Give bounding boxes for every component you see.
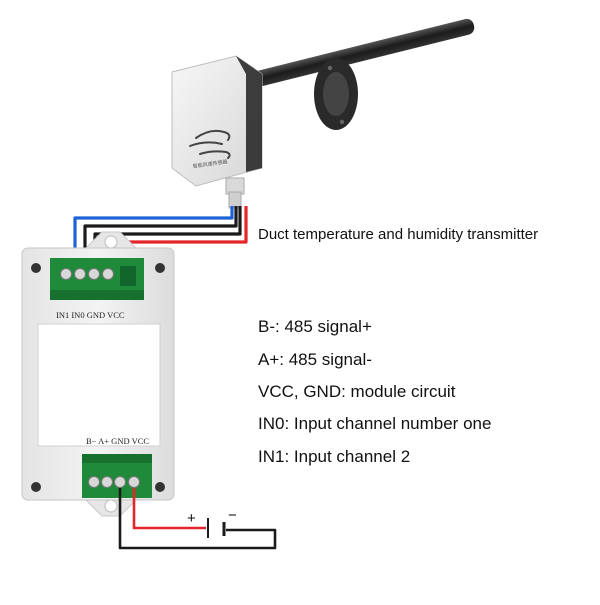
io-module: IN1 IN0 GND VCC B− A+ GND VCC bbox=[21, 231, 175, 517]
transmitter-logo-text: 智能风速传感器 bbox=[192, 158, 228, 170]
module-window bbox=[37, 323, 161, 447]
wire-black-gnd bbox=[118, 488, 277, 550]
wire-red-vcc bbox=[132, 488, 206, 530]
duct-transmitter: 智能风速传感器 bbox=[171, 18, 475, 209]
minus-sign: − bbox=[228, 507, 237, 524]
legend-item: A+: 485 signal- bbox=[258, 350, 372, 369]
wire-blue bbox=[73, 206, 234, 270]
legend-item: B-: 485 signal+ bbox=[258, 317, 372, 336]
top-terminal-screws bbox=[60, 268, 114, 280]
bottom-terminal-labels: B− A+ GND VCC bbox=[86, 436, 149, 446]
wind-logo-icon bbox=[189, 129, 231, 159]
screw-icon bbox=[31, 263, 41, 273]
legend-item: IN0: Input channel number one bbox=[258, 414, 492, 433]
plus-sign: + bbox=[187, 510, 196, 527]
legend-item: VCC, GND: module circuit bbox=[258, 382, 456, 401]
probe-rod bbox=[252, 18, 475, 87]
screw-icon bbox=[155, 263, 165, 273]
legend-item: IN1: Input channel 2 bbox=[258, 447, 411, 466]
status-led bbox=[120, 266, 136, 286]
transmitter-label: Duct temperature and humidity transmitte… bbox=[258, 226, 539, 243]
battery-icon bbox=[207, 518, 226, 538]
bottom-terminal-screws bbox=[88, 476, 140, 488]
power-wires bbox=[118, 488, 277, 550]
screw-icon bbox=[31, 482, 41, 492]
top-terminal-labels: IN1 IN0 GND VCC bbox=[56, 310, 125, 320]
screw-icon bbox=[155, 482, 165, 492]
